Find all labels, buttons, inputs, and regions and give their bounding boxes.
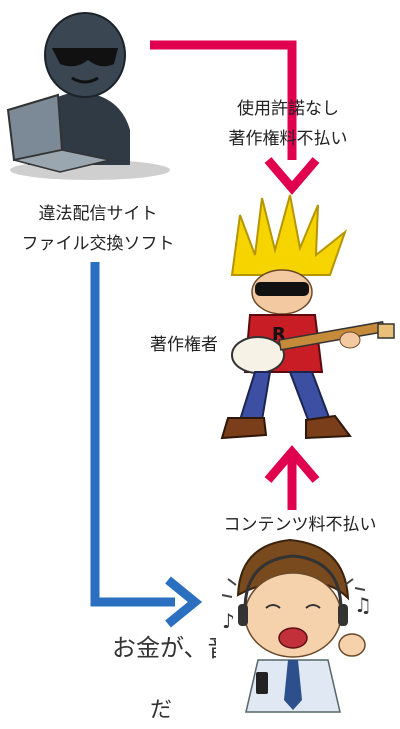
pirate-caption: 違法配信サイト ファイル交換ソフト <box>8 199 188 259</box>
top-arrow-caption: 使用許諾なし 著作権料不払い <box>208 94 368 154</box>
cut-text-line2: だ <box>150 698 173 723</box>
pirate-line2: ファイル交換ソフト <box>21 234 175 254</box>
top-arrow-line2: 著作権料不払い <box>228 129 348 149</box>
top-arrow-line1: 使用許諾なし <box>237 99 339 119</box>
cut-text-line1: お金が、音 <box>112 634 216 662</box>
svg-text:♫: ♫ <box>354 593 372 617</box>
blue-arrow <box>90 262 203 628</box>
red-arrow-bottom <box>264 445 320 510</box>
bottom-arrow-caption: コンテンツ料不払い <box>223 515 377 535</box>
pirate-line1: 違法配信サイト <box>38 204 158 224</box>
rights-holder-label: 著作権者 <box>150 335 218 355</box>
red-arrow-top <box>150 40 320 195</box>
svg-text:♪: ♪ <box>222 609 235 633</box>
